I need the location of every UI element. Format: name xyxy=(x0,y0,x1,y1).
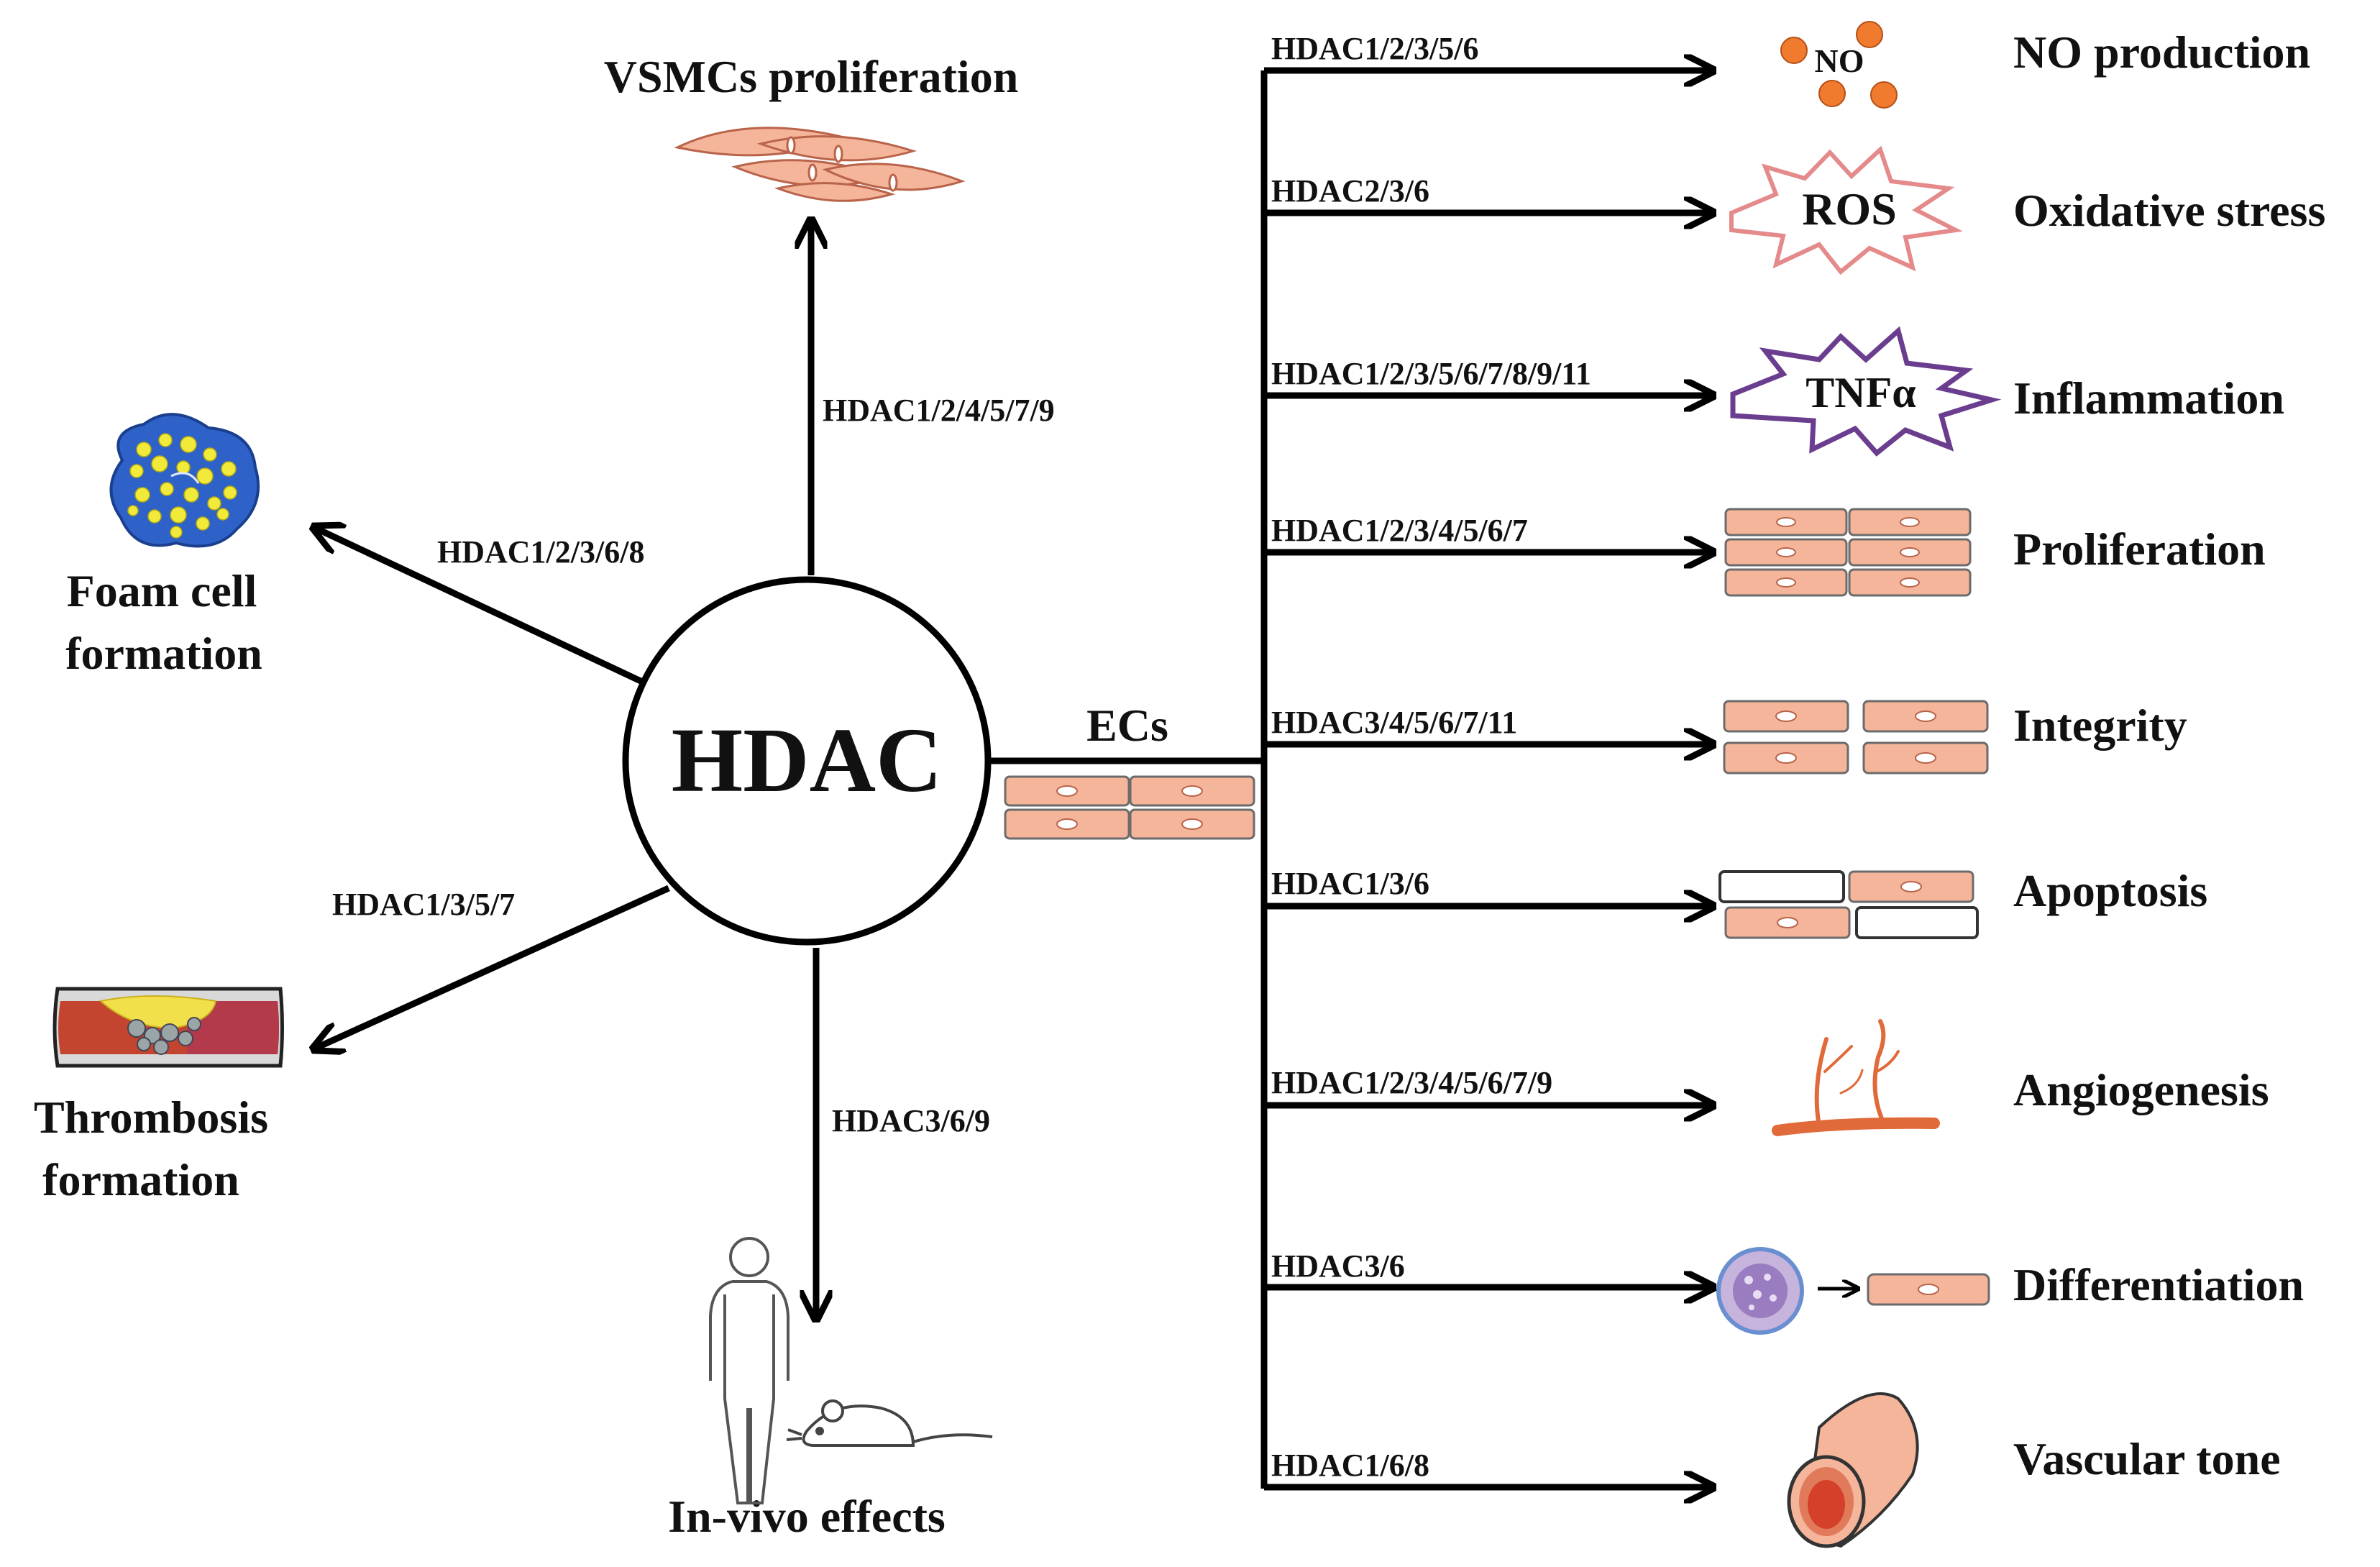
ec-outcome: Apoptosis xyxy=(2013,865,2207,916)
outcome-thrombosis-line2: formation xyxy=(42,1154,239,1205)
separated-cells-icon xyxy=(1723,700,1989,775)
foam-cell-icon xyxy=(109,413,260,548)
ec-row: HDAC1/2/3/5/6/7/8/9/11 Inflammation xyxy=(1264,356,2284,424)
endothelial-cells-icon xyxy=(1004,775,1255,840)
ecs-label: ECs xyxy=(1086,700,1168,751)
ec-hdac-label: HDAC1/2/3/4/5/6/7/9 xyxy=(1271,1065,1552,1100)
mouse-icon xyxy=(786,1399,993,1447)
ec-row: HDAC1/2/3/4/5/6/7/9 Angiogenesis xyxy=(1264,1064,2269,1115)
outcome-thrombosis-line1: Thrombosis xyxy=(34,1092,268,1143)
ec-row: HDAC1/3/6 Apoptosis xyxy=(1264,865,2207,916)
outcome-foam-line1: Foam cell xyxy=(67,565,257,616)
proliferating-cells-icon xyxy=(1724,508,1972,597)
ec-hdac-label: HDAC3/4/5/6/7/11 xyxy=(1271,705,1517,740)
outcome-vsmc: VSMCs proliferation xyxy=(604,51,1019,102)
branch-vsmc: HDAC1/2/4/5/7/9 VSMCs proliferation xyxy=(604,51,1055,575)
hdac-label: HDAC xyxy=(672,709,943,811)
ec-outcome: Integrity xyxy=(2013,700,2187,751)
branch-foam: HDAC1/2/3/6/8 Foam cell formation xyxy=(65,413,644,685)
ec-hdac-label: HDAC1/6/8 xyxy=(1271,1448,1429,1483)
stem-cell-to-ec-icon xyxy=(1716,1247,1990,1335)
arrow-thrombosis xyxy=(316,885,670,1048)
no-molecules-icon: NO xyxy=(1780,21,1898,109)
hdac-label-thrombosis: HDAC1/3/5/7 xyxy=(332,887,515,922)
ec-hdac-label: HDAC3/6 xyxy=(1271,1248,1405,1284)
branching-vessel-icon xyxy=(1772,1019,1940,1136)
blood-vessel-icon xyxy=(1787,1392,1919,1548)
arrow-foam xyxy=(316,529,644,685)
thrombosed-vessel-icon xyxy=(52,987,284,1068)
ec-outcome: Inflammation xyxy=(2013,373,2284,424)
ec-row: HDAC2/3/6 Oxidative stress xyxy=(1264,173,2325,236)
ec-hdac-label: HDAC2/3/6 xyxy=(1271,173,1429,209)
ec-outcome: Vascular tone xyxy=(2013,1433,2281,1484)
ec-outcome: Oxidative stress xyxy=(2013,185,2325,236)
vsmc-cells-icon xyxy=(674,127,966,202)
hdac-node: HDAC xyxy=(622,576,992,946)
ec-row: HDAC3/4/5/6/7/11 Integrity xyxy=(1264,700,2187,751)
ec-hdac-label: HDAC1/3/6 xyxy=(1271,866,1429,901)
ec-row: HDAC1/6/8 Vascular tone xyxy=(1264,1433,2281,1487)
outcome-invivo: In-vivo effects xyxy=(668,1491,946,1542)
hdac-label-foam: HDAC1/2/3/6/8 xyxy=(437,534,644,570)
ec-outcome: Proliferation xyxy=(2013,524,2266,575)
ec-hdac-label: HDAC1/2/3/5/6 xyxy=(1271,31,1478,66)
ros-burst-icon: ROS xyxy=(1729,145,1963,275)
tnf-alpha-burst-icon: TNFα xyxy=(1730,326,2002,457)
human-figure-icon xyxy=(709,1237,789,1504)
ec-row: HDAC1/2/3/4/5/6/7 Proliferation xyxy=(1264,513,2266,575)
branch-invivo: HDAC3/6/9 In-vivo effects xyxy=(668,948,993,1542)
hdac-label-vsmc: HDAC1/2/4/5/7/9 xyxy=(823,393,1055,428)
hdac-label-invivo: HDAC3/6/9 xyxy=(832,1103,990,1138)
ec-hdac-label: HDAC1/2/3/4/5/6/7 xyxy=(1271,513,1528,548)
tnf-text: TNFα xyxy=(1805,369,1916,416)
ec-outcome: NO production xyxy=(2013,27,2310,78)
branch-ecs: ECs xyxy=(989,70,1268,1489)
apoptotic-cells-icon xyxy=(1718,870,1979,939)
ec-outcome: Angiogenesis xyxy=(2013,1064,2269,1115)
ec-hdac-label: HDAC1/2/3/5/6/7/8/9/11 xyxy=(1271,356,1591,391)
ec-row: HDAC1/2/3/5/6 NO production xyxy=(1264,27,2310,78)
ros-text: ROS xyxy=(1802,183,1897,234)
no-text: NO xyxy=(1815,42,1864,79)
ec-row: HDAC3/6 Differentiation xyxy=(1264,1248,2304,1310)
ec-effects: HDAC1/2/3/5/6 NO production HDAC2/3/6 Ox… xyxy=(1264,27,2325,1487)
outcome-foam-line2: formation xyxy=(65,628,262,679)
ec-outcome: Differentiation xyxy=(2013,1259,2304,1310)
branch-thrombosis: HDAC1/3/5/7 Thrombosis formation xyxy=(34,885,670,1205)
